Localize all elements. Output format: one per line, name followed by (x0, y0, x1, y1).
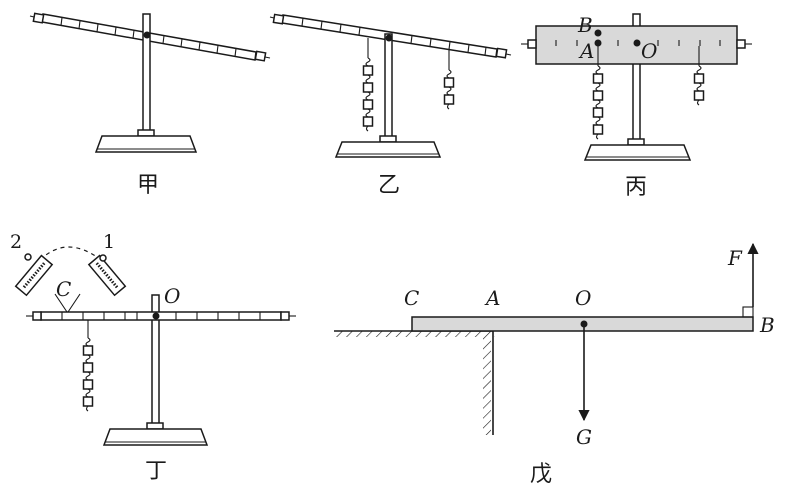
stand-bing (583, 13, 692, 161)
figure-yi: 乙 (269, 13, 512, 198)
weights-ding (82, 320, 94, 412)
stand-jia (94, 13, 198, 153)
label-g-wu: G (576, 425, 592, 449)
weights-left-bing (592, 46, 604, 140)
point-a-bing (594, 39, 602, 47)
caption-bing: 丙 (625, 175, 647, 200)
caption-ding: 丁 (145, 459, 167, 484)
label-f-wu: F (727, 246, 743, 270)
figure-ding: O 2 1 C 丁 (10, 231, 296, 484)
label-o-wu: O (575, 286, 591, 310)
table-wu (334, 330, 495, 435)
label-a-bing: A (578, 39, 594, 63)
label-1-ding: 1 (103, 231, 115, 253)
figure-jia: 甲 (29, 12, 271, 198)
pivot-jia (143, 31, 151, 39)
caption-wu: 戊 (530, 462, 552, 487)
label-b-bing: B (577, 13, 593, 37)
figure-bing: B A O 丙 (521, 13, 752, 200)
spring-scales-ding (14, 246, 127, 313)
caption-yi: 乙 (378, 173, 400, 198)
label-o-bing: O (641, 39, 657, 63)
label-a-wu: A (484, 286, 500, 310)
pivot-o-ding (152, 312, 160, 320)
pivot-o-bing (633, 39, 641, 47)
weights-right-yi (443, 50, 455, 110)
right-angle-mark-wu (742, 306, 754, 318)
label-o-ding: O (164, 284, 180, 308)
stand-ding (102, 294, 209, 446)
point-b-bing (594, 29, 602, 37)
weights-left-yi (362, 38, 374, 132)
weights-right-bing (693, 46, 705, 106)
stand-yi (334, 33, 442, 158)
pivot-yi (385, 34, 393, 42)
label-2-ding: 2 (10, 231, 22, 253)
figure-wu: C A O B F G 戊 (334, 242, 775, 487)
label-c-wu: C (404, 286, 419, 310)
lever-bar-ding (26, 311, 296, 321)
caption-jia: 甲 (137, 173, 159, 198)
label-c-ding: C (56, 277, 71, 301)
label-b-wu: B (759, 313, 775, 337)
